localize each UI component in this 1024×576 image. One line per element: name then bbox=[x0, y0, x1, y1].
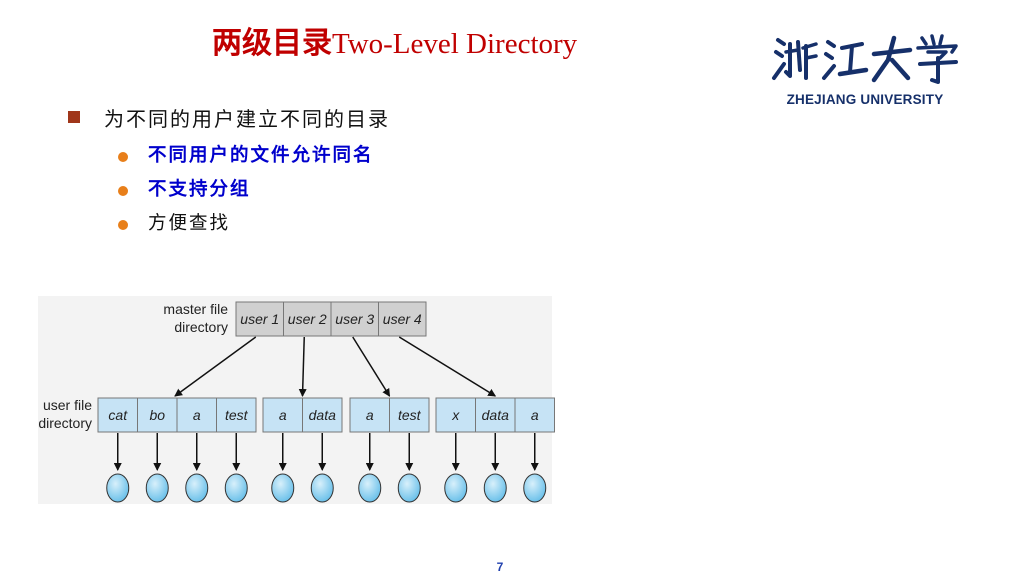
user-file-cell bbox=[514, 397, 555, 433]
circle-bullet-icon bbox=[118, 152, 128, 162]
master-to-user-arrow bbox=[352, 336, 391, 397]
bullet-main: 为不同的用户建立不同的目录 bbox=[104, 107, 390, 131]
master-cell-label: user 2 bbox=[287, 311, 327, 327]
user-file-directory-label: user file directory bbox=[38, 397, 92, 431]
user-file-cell bbox=[389, 397, 430, 433]
square-bullet-icon bbox=[68, 111, 80, 123]
master-cell-label: user 4 bbox=[382, 311, 422, 327]
file-node bbox=[106, 473, 130, 503]
master-to-user-arrow bbox=[398, 336, 497, 397]
user-file-cell bbox=[302, 397, 343, 433]
user-file-cell bbox=[216, 397, 257, 433]
user-file-cell-label: test bbox=[397, 407, 421, 423]
file-node bbox=[358, 473, 382, 503]
user-file-cell-label: data bbox=[481, 407, 509, 423]
master-cell-label: user 3 bbox=[335, 311, 375, 327]
user-file-cell bbox=[435, 397, 476, 433]
file-node bbox=[224, 473, 248, 503]
master-cell-label: user 1 bbox=[240, 311, 280, 327]
circle-bullet-icon bbox=[118, 220, 128, 230]
sub-bullet-3: 方便查找 bbox=[148, 213, 231, 234]
master-to-user-arrow bbox=[298, 336, 307, 397]
file-node bbox=[271, 473, 295, 503]
file-node bbox=[145, 473, 169, 503]
user-file-cell bbox=[475, 397, 516, 433]
sub-bullet-1: 不同用户的文件允许同名 bbox=[148, 145, 374, 166]
title-chinese: 两级目录 bbox=[212, 26, 332, 61]
file-node bbox=[397, 473, 421, 503]
master-cell bbox=[330, 301, 379, 337]
user-file-cell-label: a bbox=[278, 407, 287, 423]
file-node bbox=[185, 473, 209, 503]
user-file-cell-label: cat bbox=[108, 407, 128, 423]
user-file-cell bbox=[97, 397, 138, 433]
circle-bullet-icon bbox=[118, 186, 128, 196]
user-file-cell bbox=[176, 397, 217, 433]
user-file-cell-label: a bbox=[365, 407, 374, 423]
university-logo: ZHEJIANG UNIVERSITY bbox=[770, 30, 960, 110]
two-level-directory-diagram: master file directory user file director… bbox=[30, 292, 560, 512]
user-file-cell bbox=[262, 397, 303, 433]
master-file-directory-label: master file directory bbox=[163, 301, 228, 335]
file-node bbox=[523, 473, 547, 503]
user-file-cell-label: data bbox=[308, 407, 336, 423]
master-cell bbox=[235, 301, 284, 337]
master-cell bbox=[378, 301, 427, 337]
page-number: 7 bbox=[496, 560, 504, 574]
user-file-cell-label: x bbox=[452, 407, 460, 423]
file-node bbox=[310, 473, 334, 503]
sub-bullet-2: 不支持分组 bbox=[148, 179, 251, 200]
file-node bbox=[444, 473, 468, 503]
calligraphy-logo-icon bbox=[772, 34, 958, 84]
logo-text: ZHEJIANG UNIVERSITY bbox=[786, 92, 944, 107]
title-english: Two-Level Directory bbox=[332, 28, 578, 60]
user-file-cell bbox=[349, 397, 390, 433]
diagram-canvas bbox=[38, 296, 555, 504]
master-to-user-arrow bbox=[174, 336, 257, 397]
page-title: 两级目录Two-Level Directory bbox=[212, 22, 577, 66]
user-file-cell-label: test bbox=[224, 407, 248, 423]
user-file-cell-label: bo bbox=[149, 407, 166, 423]
user-file-cell-label: a bbox=[530, 407, 539, 423]
file-node bbox=[483, 473, 507, 503]
user-file-cell-label: a bbox=[192, 407, 201, 423]
